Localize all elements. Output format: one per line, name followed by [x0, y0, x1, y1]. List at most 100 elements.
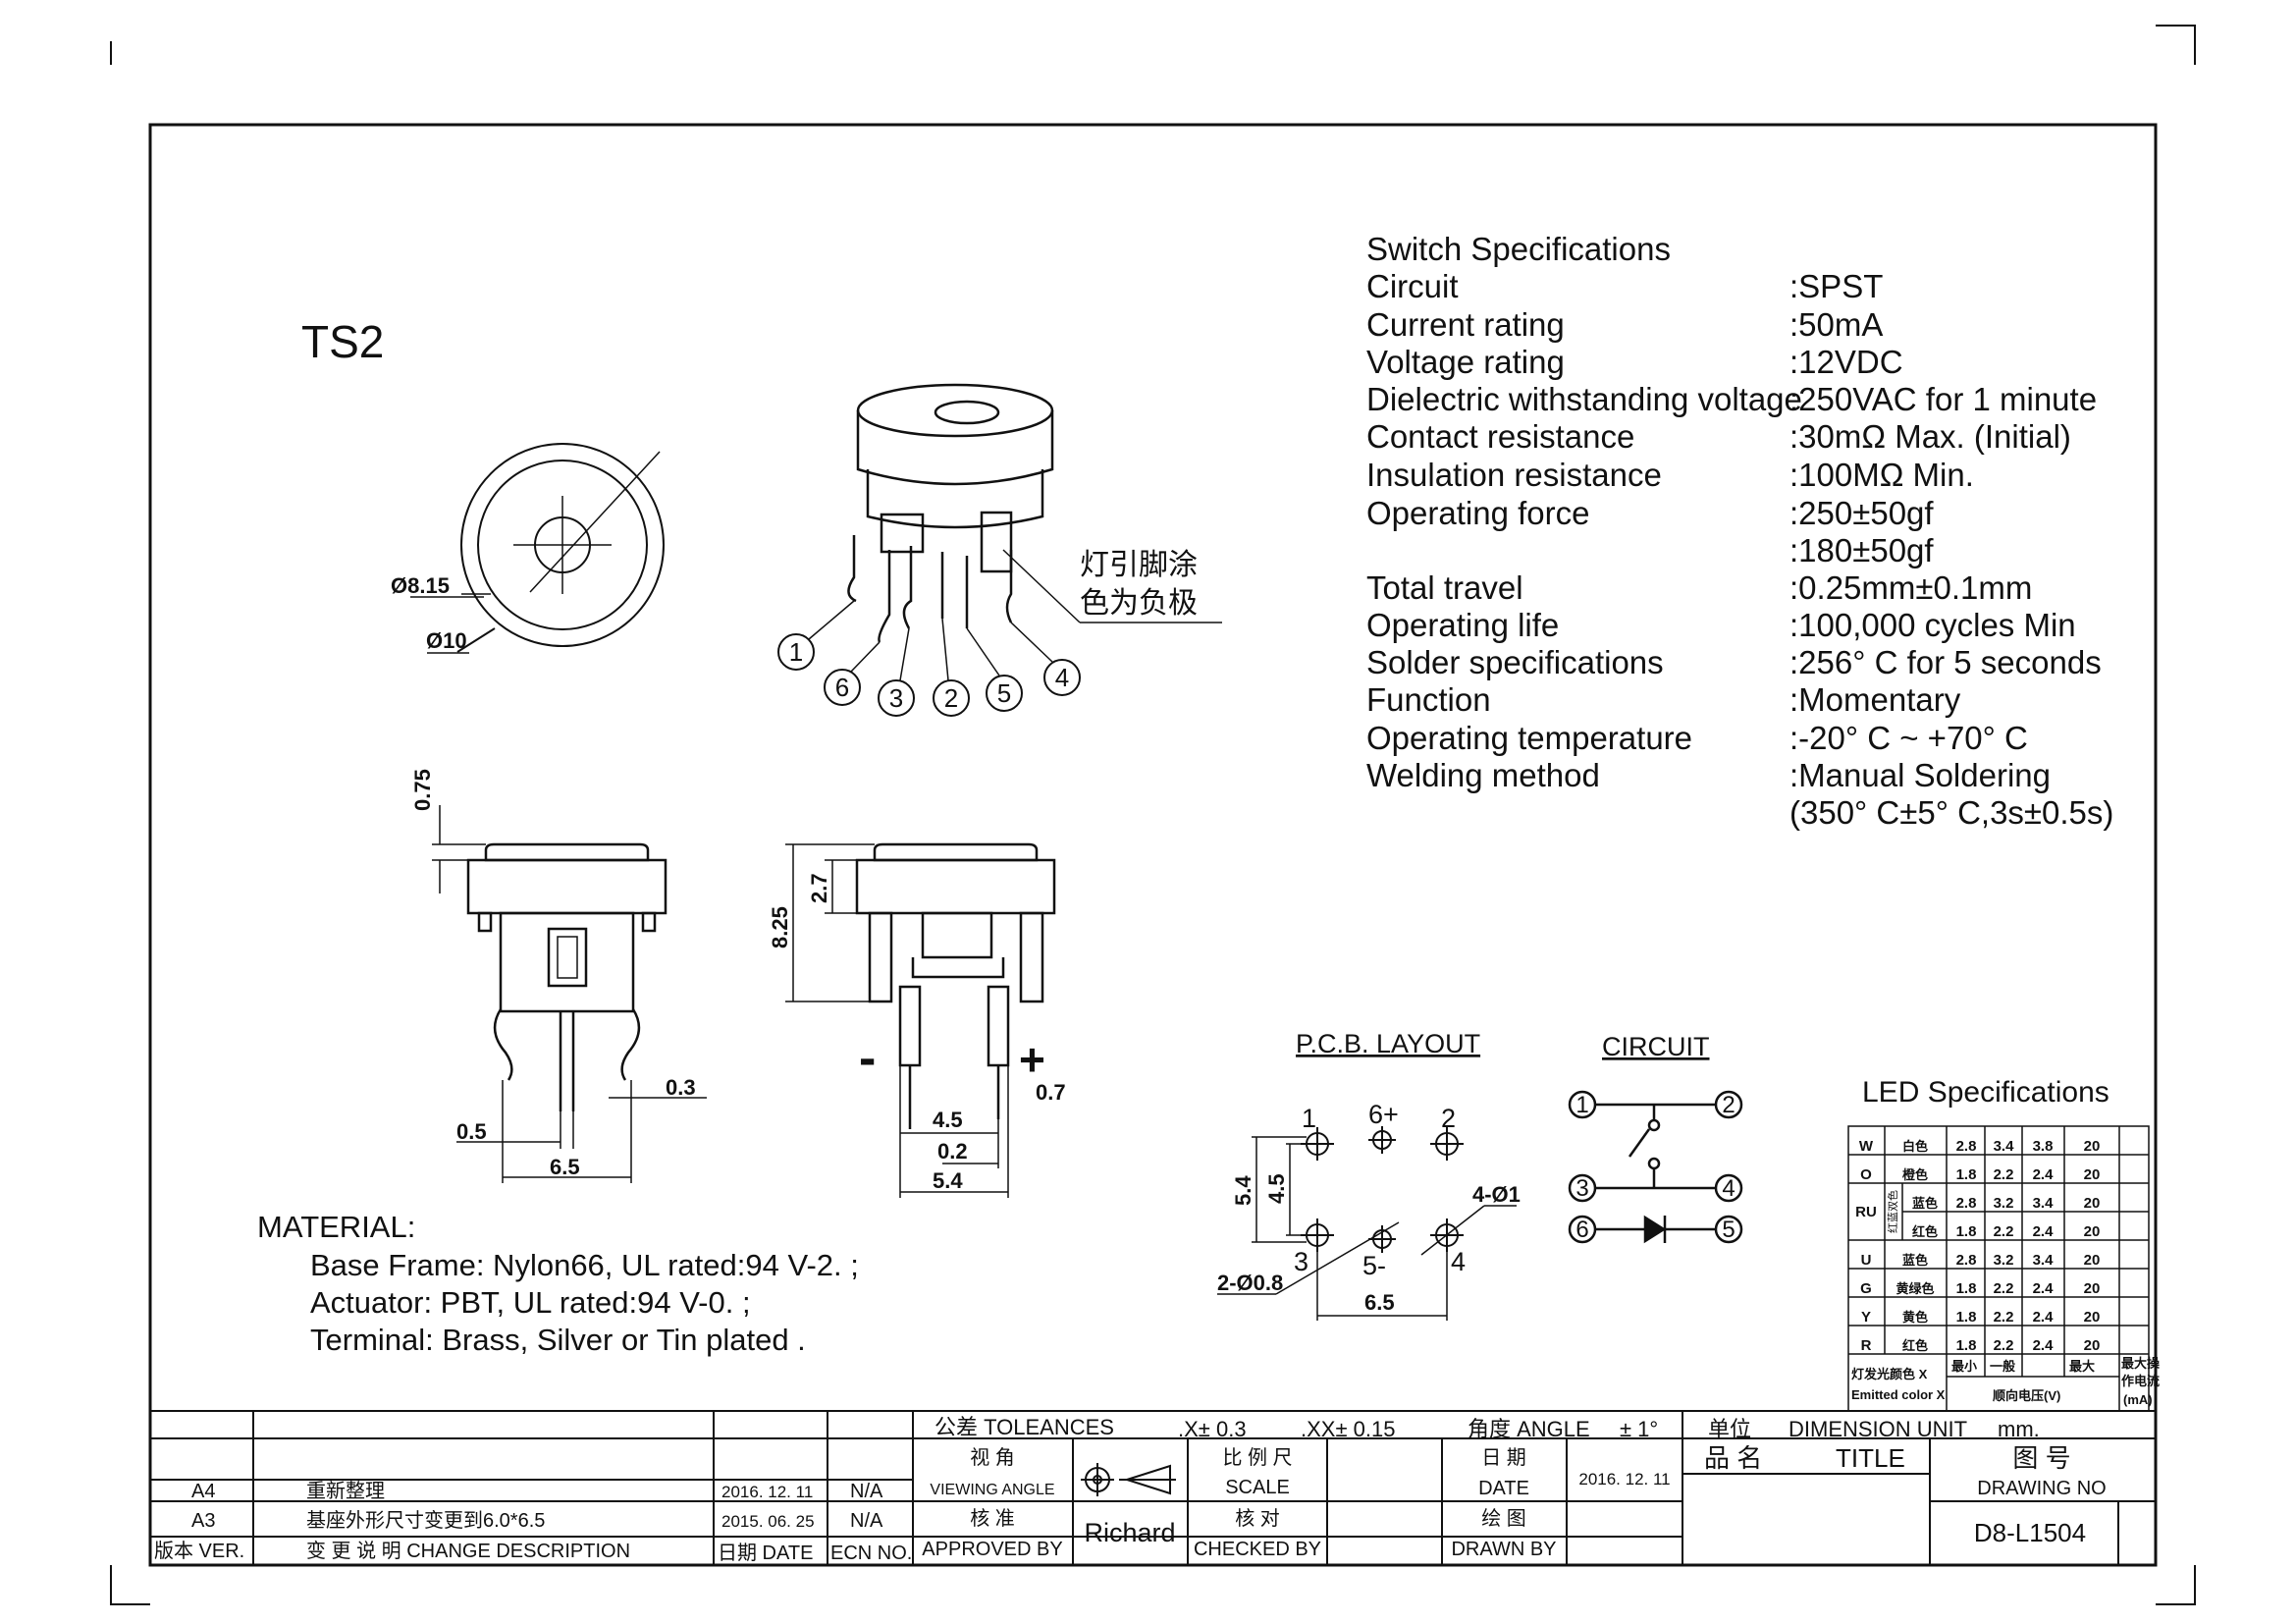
spec-label: Total travel [1366, 569, 1523, 606]
led-color: 红色 [1902, 1338, 1928, 1353]
led-min: 1.8 [1956, 1280, 1977, 1297]
led-footer-maxcur2: 作电流 [2121, 1374, 2160, 1388]
tb-approver: Richard [1084, 1518, 1175, 1547]
tb-approved-en: APPROVED BY [922, 1539, 1062, 1560]
led-color: 橙色 [1902, 1167, 1928, 1182]
circuit-title: CIRCUIT [1602, 1032, 1710, 1061]
tb-drawn-cn: 绘 图 [1481, 1507, 1526, 1530]
led-max: 2.4 [2033, 1166, 2055, 1183]
led-typ: 2.2 [1994, 1166, 2014, 1183]
tb-checked-cn: 核 对 [1235, 1507, 1280, 1530]
led-footer-maxcur3: (mA) [2123, 1392, 2153, 1407]
pin-callout-1 [777, 633, 815, 671]
pin-callouts [777, 600, 1081, 717]
led-typ: 3.2 [1994, 1195, 2014, 1212]
led-typ: 2.2 [1994, 1223, 2014, 1240]
led-max: 3.8 [2033, 1138, 2054, 1155]
circuit-node-5: 5 [1722, 1217, 1735, 1243]
spec-value: :12VDC [1789, 344, 1903, 380]
tb-date-cn: 日 期 [1481, 1447, 1526, 1469]
tb-view-en: VIEWING ANGLE [930, 1482, 1054, 1498]
led-footer-min: 最小 [1951, 1359, 1977, 1374]
led-footer-max: 最大 [2069, 1359, 2095, 1374]
led-ma: 20 [2084, 1166, 2101, 1183]
led-color: 黄色 [1902, 1310, 1928, 1325]
spec-label: Operating force [1366, 495, 1590, 531]
spec-value: :100MΩ Min. [1789, 457, 1974, 493]
rev-a3-desc: 基座外形尺寸变更到6.0*6.5 [306, 1509, 545, 1532]
spec-label: Current rating [1366, 306, 1565, 343]
pin-label-1: 1 [789, 637, 803, 667]
led-min: 1.8 [1956, 1309, 1977, 1326]
tb-angle-label: 角度 ANGLE [1468, 1417, 1590, 1441]
tb-date-val: 2016. 12. 11 [1578, 1470, 1670, 1489]
dim-45-front: 4.5 [933, 1108, 963, 1132]
led-max: 2.4 [2033, 1337, 2055, 1354]
spec-label: Welding method [1366, 757, 1600, 793]
tb-drawn-en: DRAWN BY [1451, 1539, 1556, 1560]
led-min: 2.8 [1956, 1195, 1977, 1212]
led-typ: 2.2 [1994, 1337, 2014, 1354]
front-view [855, 842, 1056, 1129]
pin-label-2: 2 [944, 683, 958, 713]
sheet-frame [110, 25, 2196, 1605]
led-typ: 3.2 [1994, 1252, 2014, 1269]
spec-value: :50mA [1789, 306, 1884, 343]
tb-angle-val: ± 1° [1620, 1417, 1658, 1441]
led-max: 2.4 [2033, 1223, 2055, 1240]
dim-d815: Ø8.15 [391, 573, 450, 598]
led-ma: 20 [2084, 1280, 2101, 1297]
spec-value: :250±50gf [1789, 495, 1934, 531]
pcb-pin-6: 6+ [1368, 1100, 1399, 1129]
tb-name-en: TITLE [1836, 1443, 1905, 1473]
tb-approved-cn: 核 准 [970, 1507, 1015, 1530]
spec-value: :-20° C ~ +70° C [1789, 720, 2028, 756]
material-line-1: Base Frame: Nylon66, UL rated:94 V-2. ; [310, 1248, 859, 1282]
spec-value: :SPST [1789, 268, 1884, 304]
tb-tol-xx: .XX± 0.15 [1301, 1417, 1395, 1441]
spec-value: :Manual Soldering [1789, 757, 2051, 793]
led-color: 黄绿色 [1896, 1281, 1934, 1296]
pcb-dim-54: 5.4 [1231, 1175, 1255, 1206]
iso-view [847, 383, 1222, 643]
pcb-layout [1217, 1126, 1517, 1321]
led-code: RU [1855, 1204, 1877, 1220]
led-ma: 20 [2084, 1337, 2101, 1354]
led-max: 3.4 [2033, 1195, 2055, 1212]
dim-d10: Ø10 [426, 628, 467, 653]
led-color: 白色 [1902, 1139, 1928, 1154]
dim-54-front: 5.4 [933, 1168, 963, 1193]
led-title: LED Specifications [1862, 1076, 2109, 1109]
led-note-line1: 灯引脚涂 [1080, 549, 1198, 581]
pcb-pin-2: 2 [1441, 1104, 1456, 1133]
led-max: 3.4 [2033, 1252, 2055, 1269]
pin-label-4: 4 [1055, 663, 1069, 692]
circuit-diagram [1568, 1090, 1743, 1244]
rev-hdr-date: 日期 DATE [718, 1543, 813, 1564]
spec-label: Insulation resistance [1366, 457, 1662, 493]
spec-value: :180±50gf [1789, 532, 1934, 568]
rev-a3-date: 2015. 06. 25 [721, 1512, 815, 1531]
title-block-lines [150, 1410, 2156, 1565]
tb-date-en: DATE [1478, 1478, 1529, 1499]
side-view [466, 842, 667, 1111]
spec-label: Solder specifications [1366, 644, 1664, 680]
side-view-dims [432, 805, 707, 1183]
spec-label: Dielectric withstanding voltage [1366, 381, 1802, 417]
pin-label-3: 3 [889, 683, 903, 713]
tb-no-cn: 图 号 [2012, 1443, 2070, 1473]
pcb-dim-45: 4.5 [1264, 1173, 1289, 1204]
top-view [410, 443, 665, 654]
dim-075: 0.75 [410, 769, 435, 811]
spec-value: :30mΩ Max. (Initial) [1789, 418, 2071, 455]
circuit-node-4: 4 [1722, 1175, 1735, 1202]
led-color: 蓝色 [1902, 1253, 1928, 1268]
circuit-node-3: 3 [1575, 1175, 1588, 1202]
rev-hdr-desc: 变 更 说 明 CHANGE DESCRIPTION [306, 1540, 630, 1562]
led-footer-fwd: 顺向电压(V) [1993, 1388, 2060, 1403]
pin-callout-4 [1043, 659, 1081, 696]
led-min: 1.8 [1956, 1223, 1977, 1240]
spec-label: Operating life [1366, 607, 1560, 643]
spec-value: :100,000 cycles Min [1789, 607, 2076, 643]
